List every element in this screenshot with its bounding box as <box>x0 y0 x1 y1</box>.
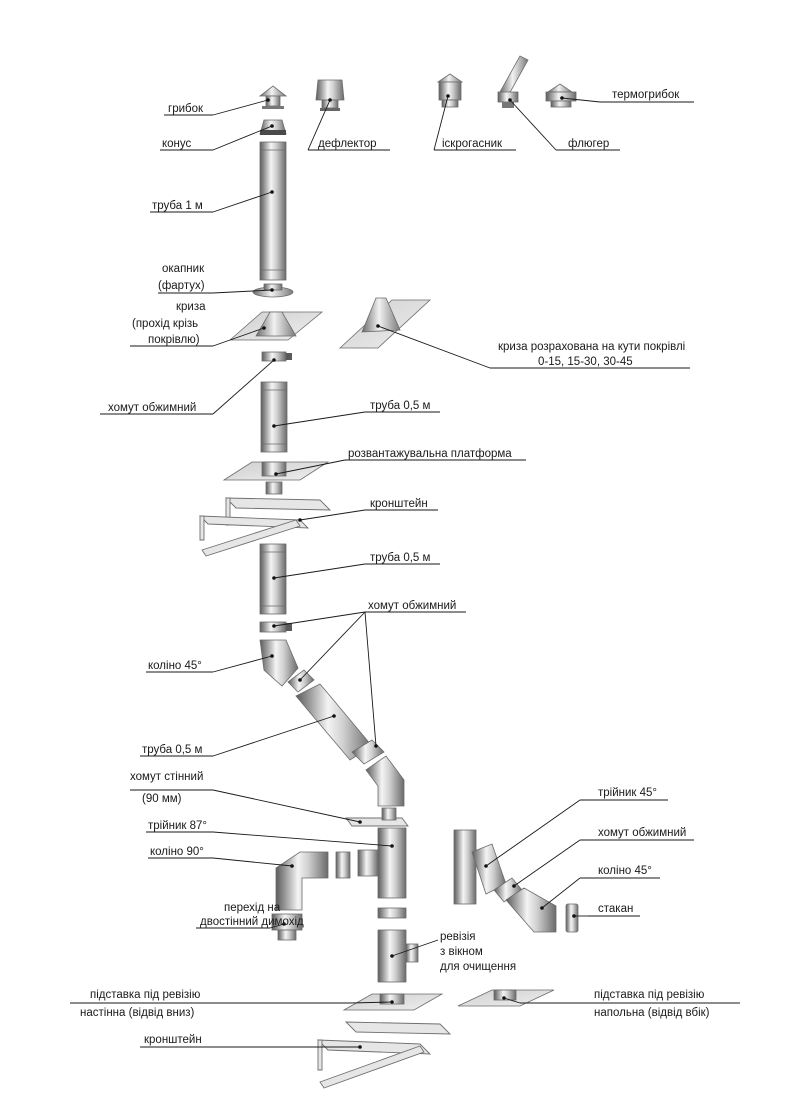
label-khomut-2: хомут обжимний <box>368 600 456 612</box>
stakan-part <box>565 903 579 933</box>
reviziia-part <box>377 907 419 983</box>
kolino-lower-part <box>365 755 405 807</box>
kronshtein-top-part <box>198 497 332 557</box>
label-fluher: флюгер <box>568 138 609 150</box>
pidstavka-floor-part <box>457 989 555 1007</box>
konus-part <box>259 119 287 135</box>
label-iskrohasnyk: іскрогасник <box>442 138 503 150</box>
label-kronshtein-top: кронштейн <box>370 498 428 510</box>
iskrohasnyk-part <box>436 73 464 108</box>
label-triinyk-87: трійник 87° <box>148 820 207 832</box>
label-deflektor: дефлектор <box>318 138 377 150</box>
label-termohrybok: термогрибок <box>612 89 680 101</box>
label-perekhid-1: перехід на <box>224 902 281 914</box>
label-kryza-1: криза <box>176 301 206 313</box>
label-kolino-90: коліно 90° <box>150 846 204 858</box>
triinyk-87-part <box>357 827 407 899</box>
kolino-45-left-part <box>259 639 299 687</box>
khomut-stinnyi-part <box>345 807 409 827</box>
label-khomut-stinnyi-1: хомут стінний <box>130 771 203 783</box>
deflektor-part <box>315 79 345 111</box>
label-khomut-stinnyi-2: (90 мм) <box>142 793 182 805</box>
label-reviziia-1: ревізія <box>440 931 476 943</box>
label-kolino-45-right: коліно 45° <box>598 865 652 877</box>
label-truba-1m: труба 1 м <box>152 200 203 212</box>
label-okapnyk-1: окапник <box>162 263 205 275</box>
label-okapnyk-2: (фартух) <box>158 280 205 292</box>
fluher-part <box>497 55 529 108</box>
label-perekhid-2: двостінний димохід <box>200 916 304 928</box>
label-pidstavka-floor-2: напольна (відвід вбік) <box>594 1007 710 1019</box>
label-stakan: стакан <box>598 903 633 915</box>
label-kolino-45-left: коліно 45° <box>148 660 202 672</box>
label-pidstavka-floor-1: підставка під ревізію <box>594 989 705 1001</box>
kryza-part <box>228 311 324 341</box>
label-truba-05-a: труба 0,5 м <box>370 400 431 412</box>
label-reviziia-2: з вікном <box>440 946 483 958</box>
termohrybok-part <box>545 83 577 108</box>
truba-1m-part <box>259 141 287 281</box>
label-platforma: розвантажувальна платформа <box>348 448 512 460</box>
platforma-part <box>222 461 330 495</box>
label-konus: конус <box>162 138 192 150</box>
label-kryza-2: (прохід крізь <box>132 318 198 330</box>
kryza-alt-part <box>338 297 432 349</box>
label-truba-05-b: труба 0,5 м <box>370 552 431 564</box>
label-khomut-1: хомут обжимний <box>108 402 196 414</box>
khomut-1-part <box>261 351 292 362</box>
label-khomut-3: хомут обжимний <box>598 827 686 839</box>
kronshtein-bottom-part <box>316 1021 452 1089</box>
label-pidstavka-wall-2: настінна (відвід вниз) <box>80 1007 195 1019</box>
label-triinyk-45: трійник 45° <box>598 787 657 799</box>
perekhid-part <box>271 913 303 941</box>
label-kryza-3: покрівлю) <box>148 334 200 346</box>
label-pidstavka-wall-1: підставка під ревізію <box>90 989 201 1001</box>
hrybok-part <box>258 85 288 109</box>
label-kronshtein-bottom: кронштейн <box>144 1034 202 1046</box>
kolino-45-right-part <box>505 887 557 933</box>
label-hrybok: грибок <box>168 103 204 115</box>
label-truba-05-c: труба 0,5 м <box>142 744 203 756</box>
label-kryza-note-2: 0-15, 15-30, 30-45 <box>538 356 633 368</box>
truba-05-a-part <box>260 381 288 453</box>
leader-lines <box>70 94 740 1049</box>
label-reviziia-3: для очищення <box>440 961 516 973</box>
label-kryza-note-1: криза розрахована на кути покрівлі <box>498 341 685 353</box>
kolino-90-part <box>275 851 351 911</box>
khomut-2-part <box>259 621 292 633</box>
